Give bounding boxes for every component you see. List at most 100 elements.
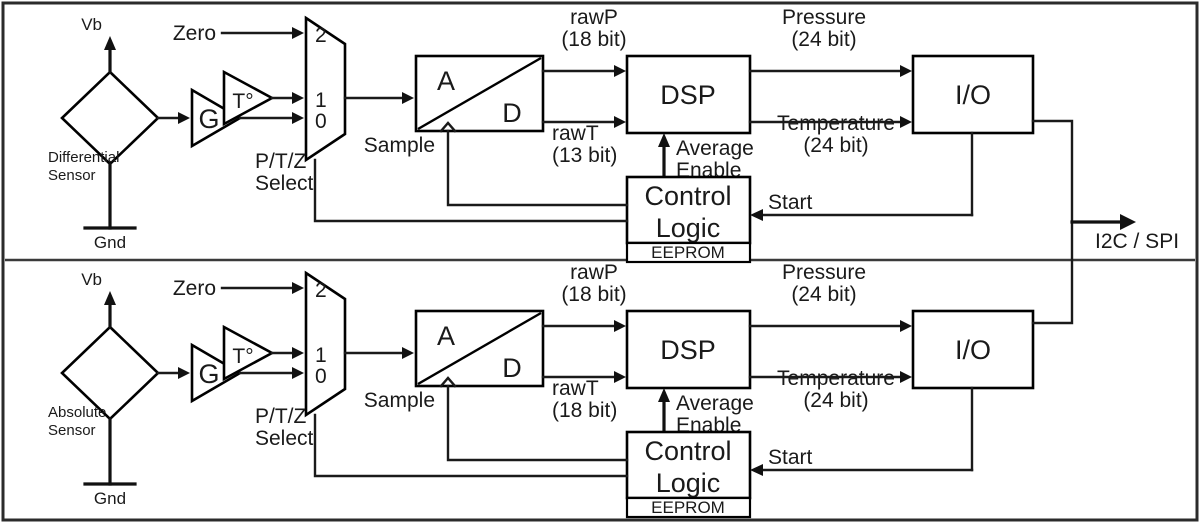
gnd-label: Gnd	[94, 233, 126, 252]
rawp-label: rawP	[570, 6, 618, 29]
rawt-arrowhead	[614, 116, 626, 128]
io-block	[911, 54, 1035, 135]
gain-amplifier-bottom	[190, 342, 243, 404]
sensor-to-amp-arrowhead	[178, 112, 190, 124]
mux-input-1-label: 1	[315, 89, 327, 112]
rawt-label: rawT	[552, 122, 599, 145]
zero-to-mux2-arrowhead	[292, 27, 304, 39]
dsp-block	[625, 54, 752, 135]
io-label: I/O	[955, 80, 991, 110]
rawt-bits-label-bottom: (18 bit)	[552, 399, 617, 422]
sample-control-wire-bottom	[446, 384, 629, 462]
sample-control-wire	[446, 129, 629, 207]
adc-sample-label: Sample	[364, 134, 435, 157]
rawt-arrowhead-bottom	[614, 371, 626, 383]
mux-select-label-line1: P/T/Z	[255, 150, 307, 173]
pressure-arrowhead	[900, 65, 912, 77]
average-enable-arrowhead	[658, 133, 670, 147]
temperature-bits-label-bottom: (24 bit)	[803, 389, 868, 412]
start-arrowhead	[750, 209, 763, 221]
pressure-label-bottom: Pressure	[782, 261, 866, 284]
adc-sample-label-bottom: Sample	[364, 389, 435, 412]
sensor-to-amp-arrowhead-bottom	[178, 367, 190, 379]
temperature-arrowhead	[900, 116, 912, 128]
io-bus-join-wire	[1031, 119, 1074, 325]
dsp-block-bottom	[625, 309, 752, 390]
rawt-bits-label: (13 bit)	[552, 144, 617, 167]
serial-bus-output: I2C / SPI	[1031, 119, 1179, 325]
select-control-wire	[313, 158, 629, 223]
vb-arrowhead-bottom	[104, 291, 116, 305]
temperature-source-bottom	[222, 324, 275, 382]
zero-to-mux2-arrowhead-bottom	[292, 282, 304, 294]
pressure-bits-label: (24 bit)	[791, 28, 856, 51]
rawp-bits-label-bottom: (18 bit)	[561, 283, 626, 306]
eeprom-block	[625, 241, 752, 264]
temperature-label: Temperature	[777, 112, 895, 135]
pressure-bits-label-bottom: (24 bit)	[791, 283, 856, 306]
start-label: Start	[768, 191, 813, 214]
rawp-arrowhead-bottom	[614, 320, 626, 332]
adc-sample-caret-bottom	[439, 376, 457, 388]
dsp-label: DSP	[660, 80, 716, 110]
temp-to-mux1-arrowhead-bottom	[292, 347, 304, 359]
channel-absolute: Vb Gnd Absolute Sensor G T° Zero 2 1 0 P…	[48, 261, 1035, 519]
rawt-label-bottom: rawT	[552, 377, 599, 400]
gain-amplifier	[190, 87, 243, 149]
select-control-wire-bottom	[313, 413, 629, 478]
eeprom-block-bottom	[625, 496, 752, 519]
control-logic-block-bottom	[625, 430, 752, 500]
temperature-label-bottom: Temperature	[777, 367, 895, 390]
adc-analog-label: A	[437, 66, 455, 96]
pressure-arrowhead-bottom	[900, 320, 912, 332]
mux-input-0-label: 0	[315, 110, 327, 133]
input-multiplexer-bottom	[304, 270, 347, 418]
temp-to-mux1-arrowhead	[292, 92, 304, 104]
control-logic-label-line1: Control	[644, 181, 731, 211]
control-logic-block	[625, 175, 752, 245]
input-multiplexer	[304, 15, 347, 163]
absolute-sensor-label-line2: Sensor	[48, 422, 96, 439]
vb-label-bottom: Vb	[81, 270, 102, 289]
average-enable-arrowhead-bottom	[658, 388, 670, 402]
control-logic-label-line2: Logic	[656, 213, 721, 243]
differential-sensor-label-line1: Differential	[48, 149, 119, 166]
average-enable-label-line1: Average	[676, 137, 754, 160]
temperature-source-label-bottom: T°	[232, 345, 253, 368]
control-logic-label-line2-bottom: Logic	[656, 468, 721, 498]
pressure-label: Pressure	[782, 6, 866, 29]
temperature-bits-label: (24 bit)	[803, 134, 868, 157]
mux-input-1-label-bottom: 1	[315, 344, 327, 367]
mux-input-2-label: 2	[315, 24, 327, 47]
adc-analog-label-bottom: A	[437, 321, 455, 351]
temperature-source-label: T°	[232, 90, 253, 113]
adc-sample-caret	[439, 121, 457, 133]
gnd-label-bottom: Gnd	[94, 489, 126, 508]
average-enable-label-line1-bottom: Average	[676, 392, 754, 415]
differential-sensor-label-line2: Sensor	[48, 167, 96, 184]
mux-input-0-label-bottom: 0	[315, 365, 327, 388]
mux-input-2-label-bottom: 2	[315, 279, 327, 302]
adc-digital-label-bottom: D	[502, 353, 522, 383]
rawp-arrowhead	[614, 65, 626, 77]
start-label-bottom: Start	[768, 446, 813, 469]
control-logic-label-line1-bottom: Control	[644, 436, 731, 466]
zero-label-bottom: Zero	[173, 277, 216, 300]
mux-select-label-line2-bottom: Select	[255, 427, 314, 450]
amp-to-mux0-arrowhead-bottom	[292, 367, 304, 379]
rawp-label-bottom: rawP	[570, 261, 618, 284]
temperature-source	[222, 69, 275, 127]
io-block-bottom	[911, 309, 1035, 390]
adc-diagonal	[417, 56, 542, 131]
absolute-sensor-label-line1: Absolute	[48, 404, 106, 421]
start-arrowhead-bottom	[750, 464, 763, 476]
vb-arrowhead	[104, 36, 116, 50]
vb-label: Vb	[81, 15, 102, 34]
io-label-bottom: I/O	[955, 335, 991, 365]
zero-label: Zero	[173, 22, 216, 45]
gain-amplifier-label: G	[198, 104, 219, 134]
temperature-arrowhead-bottom	[900, 371, 912, 383]
